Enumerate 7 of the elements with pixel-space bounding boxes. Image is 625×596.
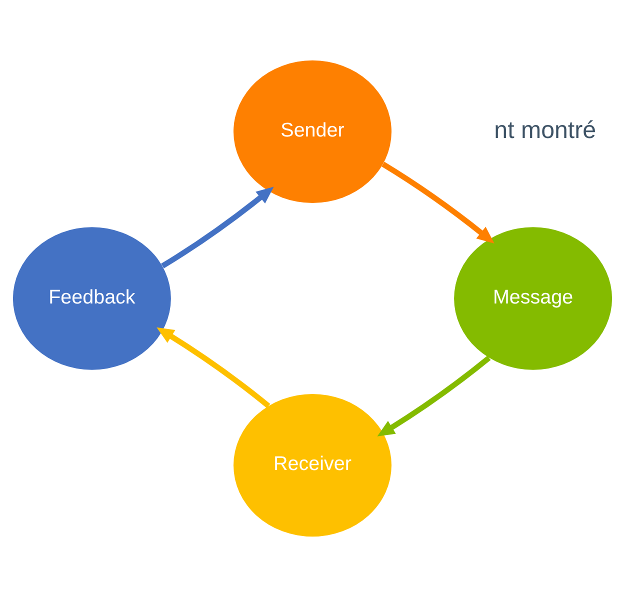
arrow — [377, 355, 491, 436]
arrow — [156, 326, 270, 408]
arrow — [161, 186, 274, 268]
label: nt montré — [494, 116, 596, 144]
node-circle: Feedback — [12, 226, 171, 370]
arrow — [382, 161, 494, 243]
node-circle: Receiver — [234, 393, 392, 536]
